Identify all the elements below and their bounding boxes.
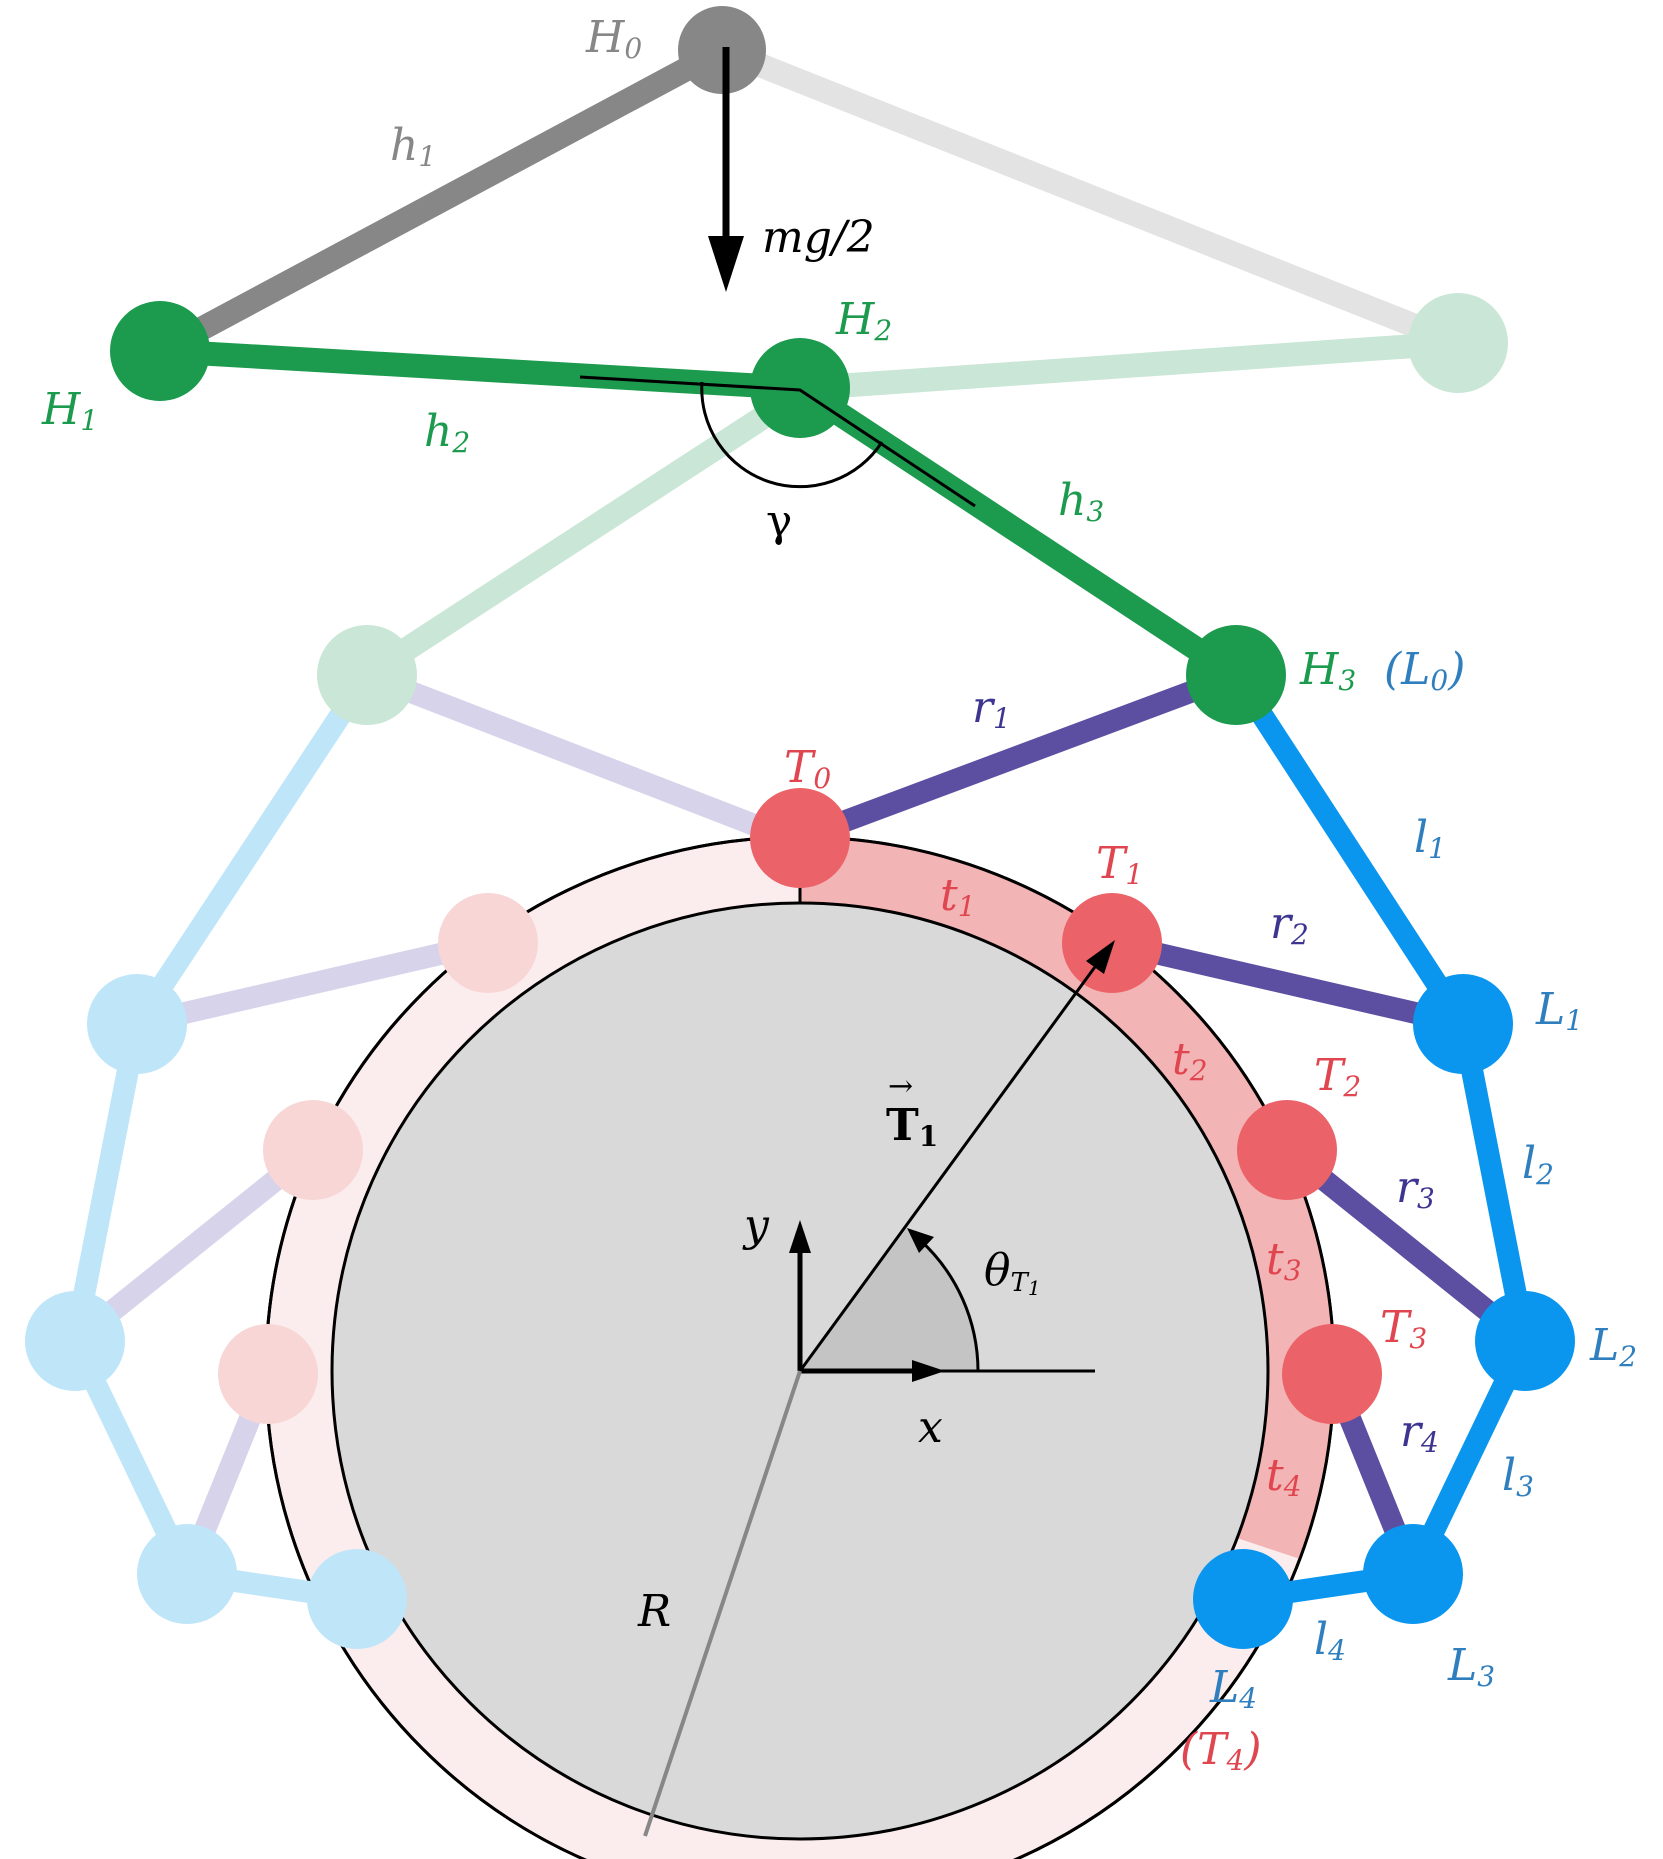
coordinate-frame xyxy=(643,940,1115,1837)
node-h0 xyxy=(678,6,766,94)
link-h3 xyxy=(788,376,1248,687)
label-r4: r4 xyxy=(1400,1406,1439,1459)
angle-gamma xyxy=(579,375,976,508)
label-l2-node: L2 xyxy=(1589,1320,1637,1373)
faded-link-h1 xyxy=(710,38,1470,355)
label-l1-link: l1 xyxy=(1414,812,1446,865)
label-h2-link: h2 xyxy=(424,406,470,459)
label-t2-node: T2 xyxy=(1314,1050,1361,1103)
label-h2-node: H2 xyxy=(835,294,892,347)
node-l2 xyxy=(1475,1291,1575,1391)
faded-node-l3 xyxy=(137,1524,237,1624)
gravity-arrow xyxy=(708,47,744,292)
label-l2-link: l2 xyxy=(1522,1138,1554,1191)
gravity-arrow-head xyxy=(708,236,744,292)
labels: H0 H1 H2 H3 (L0) h1 h2 h3 mg/2 γ r1 r2 r… xyxy=(41,12,1637,1777)
label-t3-seg: t3 xyxy=(1266,1234,1302,1287)
label-l4-link: l4 xyxy=(1314,1614,1346,1667)
link-h2 xyxy=(148,339,812,400)
link-r2 xyxy=(1101,932,1474,1035)
band-active-segment xyxy=(800,836,1335,1559)
label-t3-node: T3 xyxy=(1380,1302,1427,1355)
label-t1-seg: t1 xyxy=(940,870,976,923)
link-l1 xyxy=(1225,664,1474,1035)
label-r3: r3 xyxy=(1396,1162,1435,1215)
node-t3 xyxy=(1282,1324,1382,1424)
label-vector-t1: T1 xyxy=(886,1100,938,1153)
active-linkage xyxy=(110,6,1575,1649)
label-t4-seg: t4 xyxy=(1266,1450,1302,1503)
faded-node-t3 xyxy=(218,1324,318,1424)
label-mg: mg/2 xyxy=(762,212,875,263)
label-theta: θT1 xyxy=(984,1245,1041,1300)
node-l1 xyxy=(1413,974,1513,1074)
link-r3 xyxy=(1276,1139,1536,1352)
mirrored-linkage xyxy=(25,6,1508,1649)
faded-link-r2 xyxy=(126,932,499,1035)
node-h3 xyxy=(1186,625,1286,725)
link-h1 xyxy=(148,38,734,363)
faded-node-h3 xyxy=(317,625,417,725)
label-t2-seg: t2 xyxy=(1172,1034,1208,1087)
node-h1 xyxy=(110,301,210,401)
node-t0 xyxy=(750,788,850,888)
label-radius: R xyxy=(637,1586,671,1637)
node-t2 xyxy=(1237,1100,1337,1200)
label-t1-node: T1 xyxy=(1096,838,1143,891)
label-l3-link: l3 xyxy=(1502,1450,1534,1503)
label-l3-node: L3 xyxy=(1447,1640,1495,1693)
label-h1-node: H1 xyxy=(41,384,98,437)
label-h1-link: h1 xyxy=(390,120,436,173)
faded-node-t1 xyxy=(438,893,538,993)
faded-node-t2 xyxy=(263,1100,363,1200)
label-gamma: γ xyxy=(766,496,792,547)
node-h2 xyxy=(750,338,850,438)
label-vector-t1-arrow: → xyxy=(888,1069,913,1104)
label-x-axis: x xyxy=(918,1402,943,1453)
faded-node-l2 xyxy=(25,1291,125,1391)
node-l4 xyxy=(1193,1549,1293,1649)
label-l1-node: L1 xyxy=(1535,984,1583,1037)
faded-link-r1 xyxy=(356,664,799,849)
faded-link-h2 xyxy=(796,331,1470,400)
faded-link-r3 xyxy=(64,1139,324,1352)
label-r1: r1 xyxy=(972,682,1011,735)
theta-sector xyxy=(800,1228,979,1371)
y-axis-arrowhead xyxy=(789,1220,811,1253)
label-t0: T0 xyxy=(784,742,831,795)
faded-link-l2 xyxy=(64,1013,148,1352)
faded-link-l1 xyxy=(126,664,378,1035)
angle-gamma-lines xyxy=(579,375,976,508)
angle-gamma-arc xyxy=(700,381,884,489)
label-l4-node: L4 xyxy=(1209,1662,1257,1715)
x-axis-arrowhead xyxy=(912,1360,945,1382)
link-l2 xyxy=(1452,1013,1536,1352)
label-t4-node: (T4) xyxy=(1180,1724,1262,1777)
label-r2: r2 xyxy=(1270,898,1309,951)
radius-line xyxy=(643,1370,802,1837)
link-r1 xyxy=(789,664,1247,849)
node-l3 xyxy=(1363,1524,1463,1624)
vector-t1-shaft xyxy=(798,959,1102,1372)
faded-node-h1 xyxy=(1408,293,1508,393)
label-y-axis: y xyxy=(742,1200,770,1251)
faded-node-l4 xyxy=(307,1549,407,1649)
label-h3-link: h3 xyxy=(1058,475,1104,528)
theta-arc xyxy=(918,1238,980,1372)
faded-link-h3 xyxy=(355,376,820,687)
label-h3-node: H3 xyxy=(1299,644,1356,697)
faded-node-l1 xyxy=(87,974,187,1074)
label-l0: (L0) xyxy=(1384,644,1465,697)
label-h0: H0 xyxy=(585,12,642,65)
vector-t1-arrowhead xyxy=(1086,940,1115,974)
theta-arc-arrowhead xyxy=(907,1228,934,1253)
